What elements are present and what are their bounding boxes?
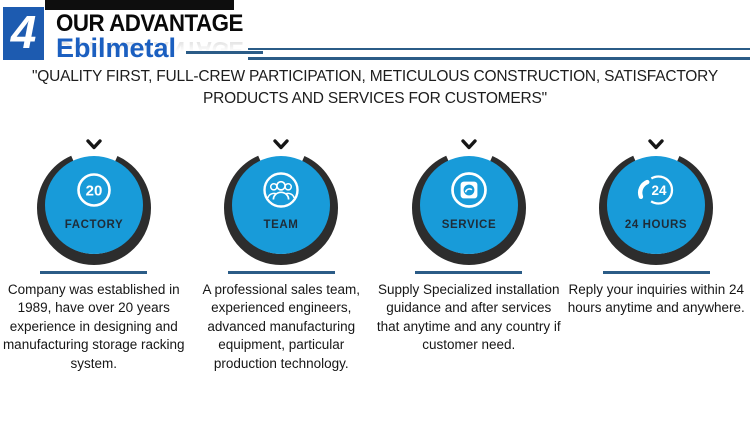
dark-ring	[599, 151, 714, 265]
phone-24-icon: 24	[638, 175, 674, 205]
section-title: OUR ADVANTAGE	[56, 10, 243, 37]
service-circle-graphic: SERVICE	[411, 139, 526, 265]
blue-circle	[232, 156, 331, 254]
circle-label: TEAM	[264, 219, 299, 231]
chevron-down-icon	[86, 139, 102, 150]
factory-circle-graphic: 20 FACTORY	[36, 139, 151, 265]
chevron-down-icon	[273, 139, 289, 150]
team-icon	[263, 172, 299, 208]
quote-line-2: PRODUCTS AND SERVICES FOR CUSTOMERS"	[203, 90, 547, 107]
advantage-team: TEAM A professional sales team, experien…	[188, 136, 376, 373]
header-rule-top	[248, 47, 750, 51]
circle-label: FACTORY	[64, 219, 123, 231]
brand-underline	[186, 51, 263, 54]
advantage-service: SERVICE Supply Specialized installation …	[375, 136, 563, 373]
chevron-down-icon	[648, 139, 664, 150]
service-icon	[450, 172, 487, 208]
hours-circle-graphic: 24 24 HOURS	[599, 139, 714, 265]
circle-label: SERVICE	[442, 219, 496, 231]
advantage-description: Company was established in 1989, have ov…	[2, 281, 185, 371]
advantage-description: A professional sales team, experienced e…	[202, 281, 361, 371]
section-number-badge: 4	[3, 7, 44, 60]
advantage-description: Reply your inquiries within 24 hours any…	[567, 281, 745, 316]
circle-label: 24 HOURS	[625, 219, 687, 231]
dark-ring	[224, 151, 339, 265]
blue-circle	[419, 156, 518, 254]
header-rule-bottom	[248, 57, 750, 60]
quote: "QUALITY FIRST, FULL-CREW PARTICIPATION,…	[0, 66, 750, 110]
advantage-factory: 20 FACTORY Company was established in 19…	[0, 136, 188, 373]
advantage-columns: 20 FACTORY Company was established in 19…	[0, 136, 750, 373]
column-divider	[40, 271, 148, 274]
header-black-bar	[45, 0, 234, 10]
dark-ring	[36, 151, 151, 265]
advantage-24-hours: 24 24 HOURS Reply your inquiries within …	[563, 136, 750, 373]
brand-name: Ebilmetal	[56, 33, 177, 63]
svg-text:24: 24	[652, 183, 668, 198]
column-divider	[227, 271, 335, 274]
column-divider	[415, 271, 523, 274]
team-circle-graphic: TEAM	[224, 139, 339, 265]
advantage-description: Supply Specialized installation guidance…	[376, 281, 561, 353]
chevron-down-icon	[461, 139, 477, 150]
dark-ring	[411, 151, 526, 265]
blue-circle	[607, 156, 706, 254]
svg-text:20: 20	[85, 183, 102, 200]
badge-20-icon: 20	[76, 173, 111, 207]
column-divider	[602, 271, 710, 274]
quote-line-1: "QUALITY FIRST, FULL-CREW PARTICIPATION,…	[31, 68, 719, 85]
